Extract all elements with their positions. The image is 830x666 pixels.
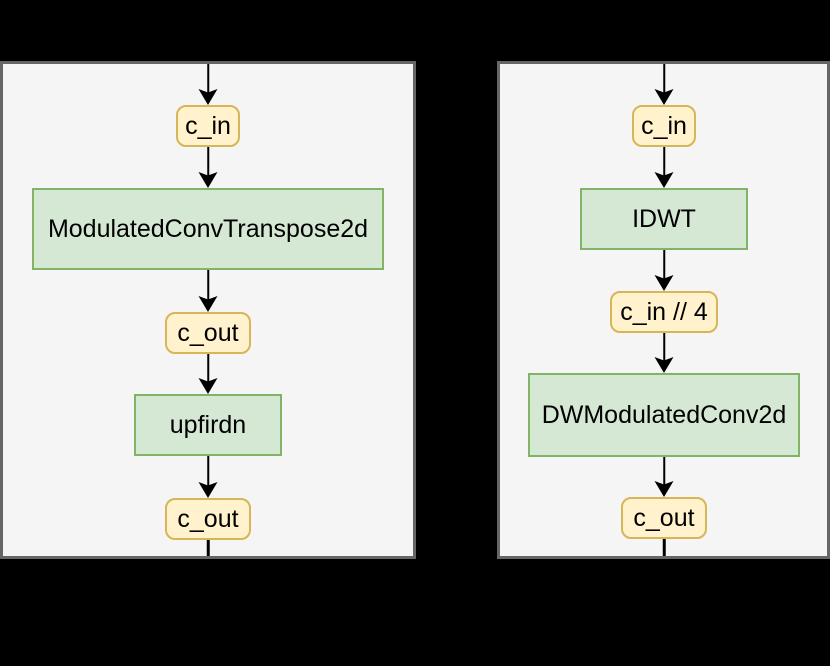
- tensor-node-c-out: c_out: [621, 497, 707, 539]
- flow-tail-line: [206, 540, 210, 556]
- arrow-shaft: [206, 147, 210, 178]
- tensor-node-c-in-div-4: c_in // 4: [610, 291, 718, 333]
- arrow-down: [198, 456, 218, 498]
- arrow-shaft: [662, 250, 666, 281]
- panel-idwt-branch: c_in IDWT c_in // 4 DWModulatedConv2d c_…: [497, 61, 830, 559]
- arrow-shaft: [662, 457, 666, 487]
- op-node-upfirdn: upfirdn: [134, 394, 282, 456]
- arrow-down: [654, 457, 674, 497]
- tensor-node-c-out: c_out: [165, 312, 251, 354]
- tensor-node-c-out: c_out: [165, 498, 251, 540]
- arrow-shaft: [662, 64, 666, 95]
- arrow-down: [198, 64, 218, 105]
- op-node-dw-modulated-conv2d: DWModulatedConv2d: [528, 373, 800, 457]
- arrow-shaft: [206, 456, 210, 488]
- flow-tail-line: [662, 539, 666, 556]
- tensor-node-c-in: c_in: [632, 105, 696, 147]
- op-node-idwt: IDWT: [580, 188, 748, 250]
- arrow-down: [198, 270, 218, 312]
- arrow-shaft: [206, 354, 210, 384]
- arrow-down: [654, 333, 674, 373]
- tensor-node-c-in: c_in: [176, 105, 240, 147]
- arrow-down: [654, 147, 674, 188]
- arrow-shaft: [662, 333, 666, 363]
- arrow-down: [198, 147, 218, 188]
- arrow-shaft: [206, 270, 210, 302]
- panel-conv-transpose-branch: c_in ModulatedConvTranspose2d c_out upfi…: [0, 61, 416, 559]
- arrow-shaft: [206, 64, 210, 95]
- arrow-shaft: [662, 147, 666, 178]
- arrow-down: [654, 250, 674, 291]
- op-node-modulated-conv-transpose2d: ModulatedConvTranspose2d: [32, 188, 384, 270]
- arrow-down: [198, 354, 218, 394]
- arrow-down: [654, 64, 674, 105]
